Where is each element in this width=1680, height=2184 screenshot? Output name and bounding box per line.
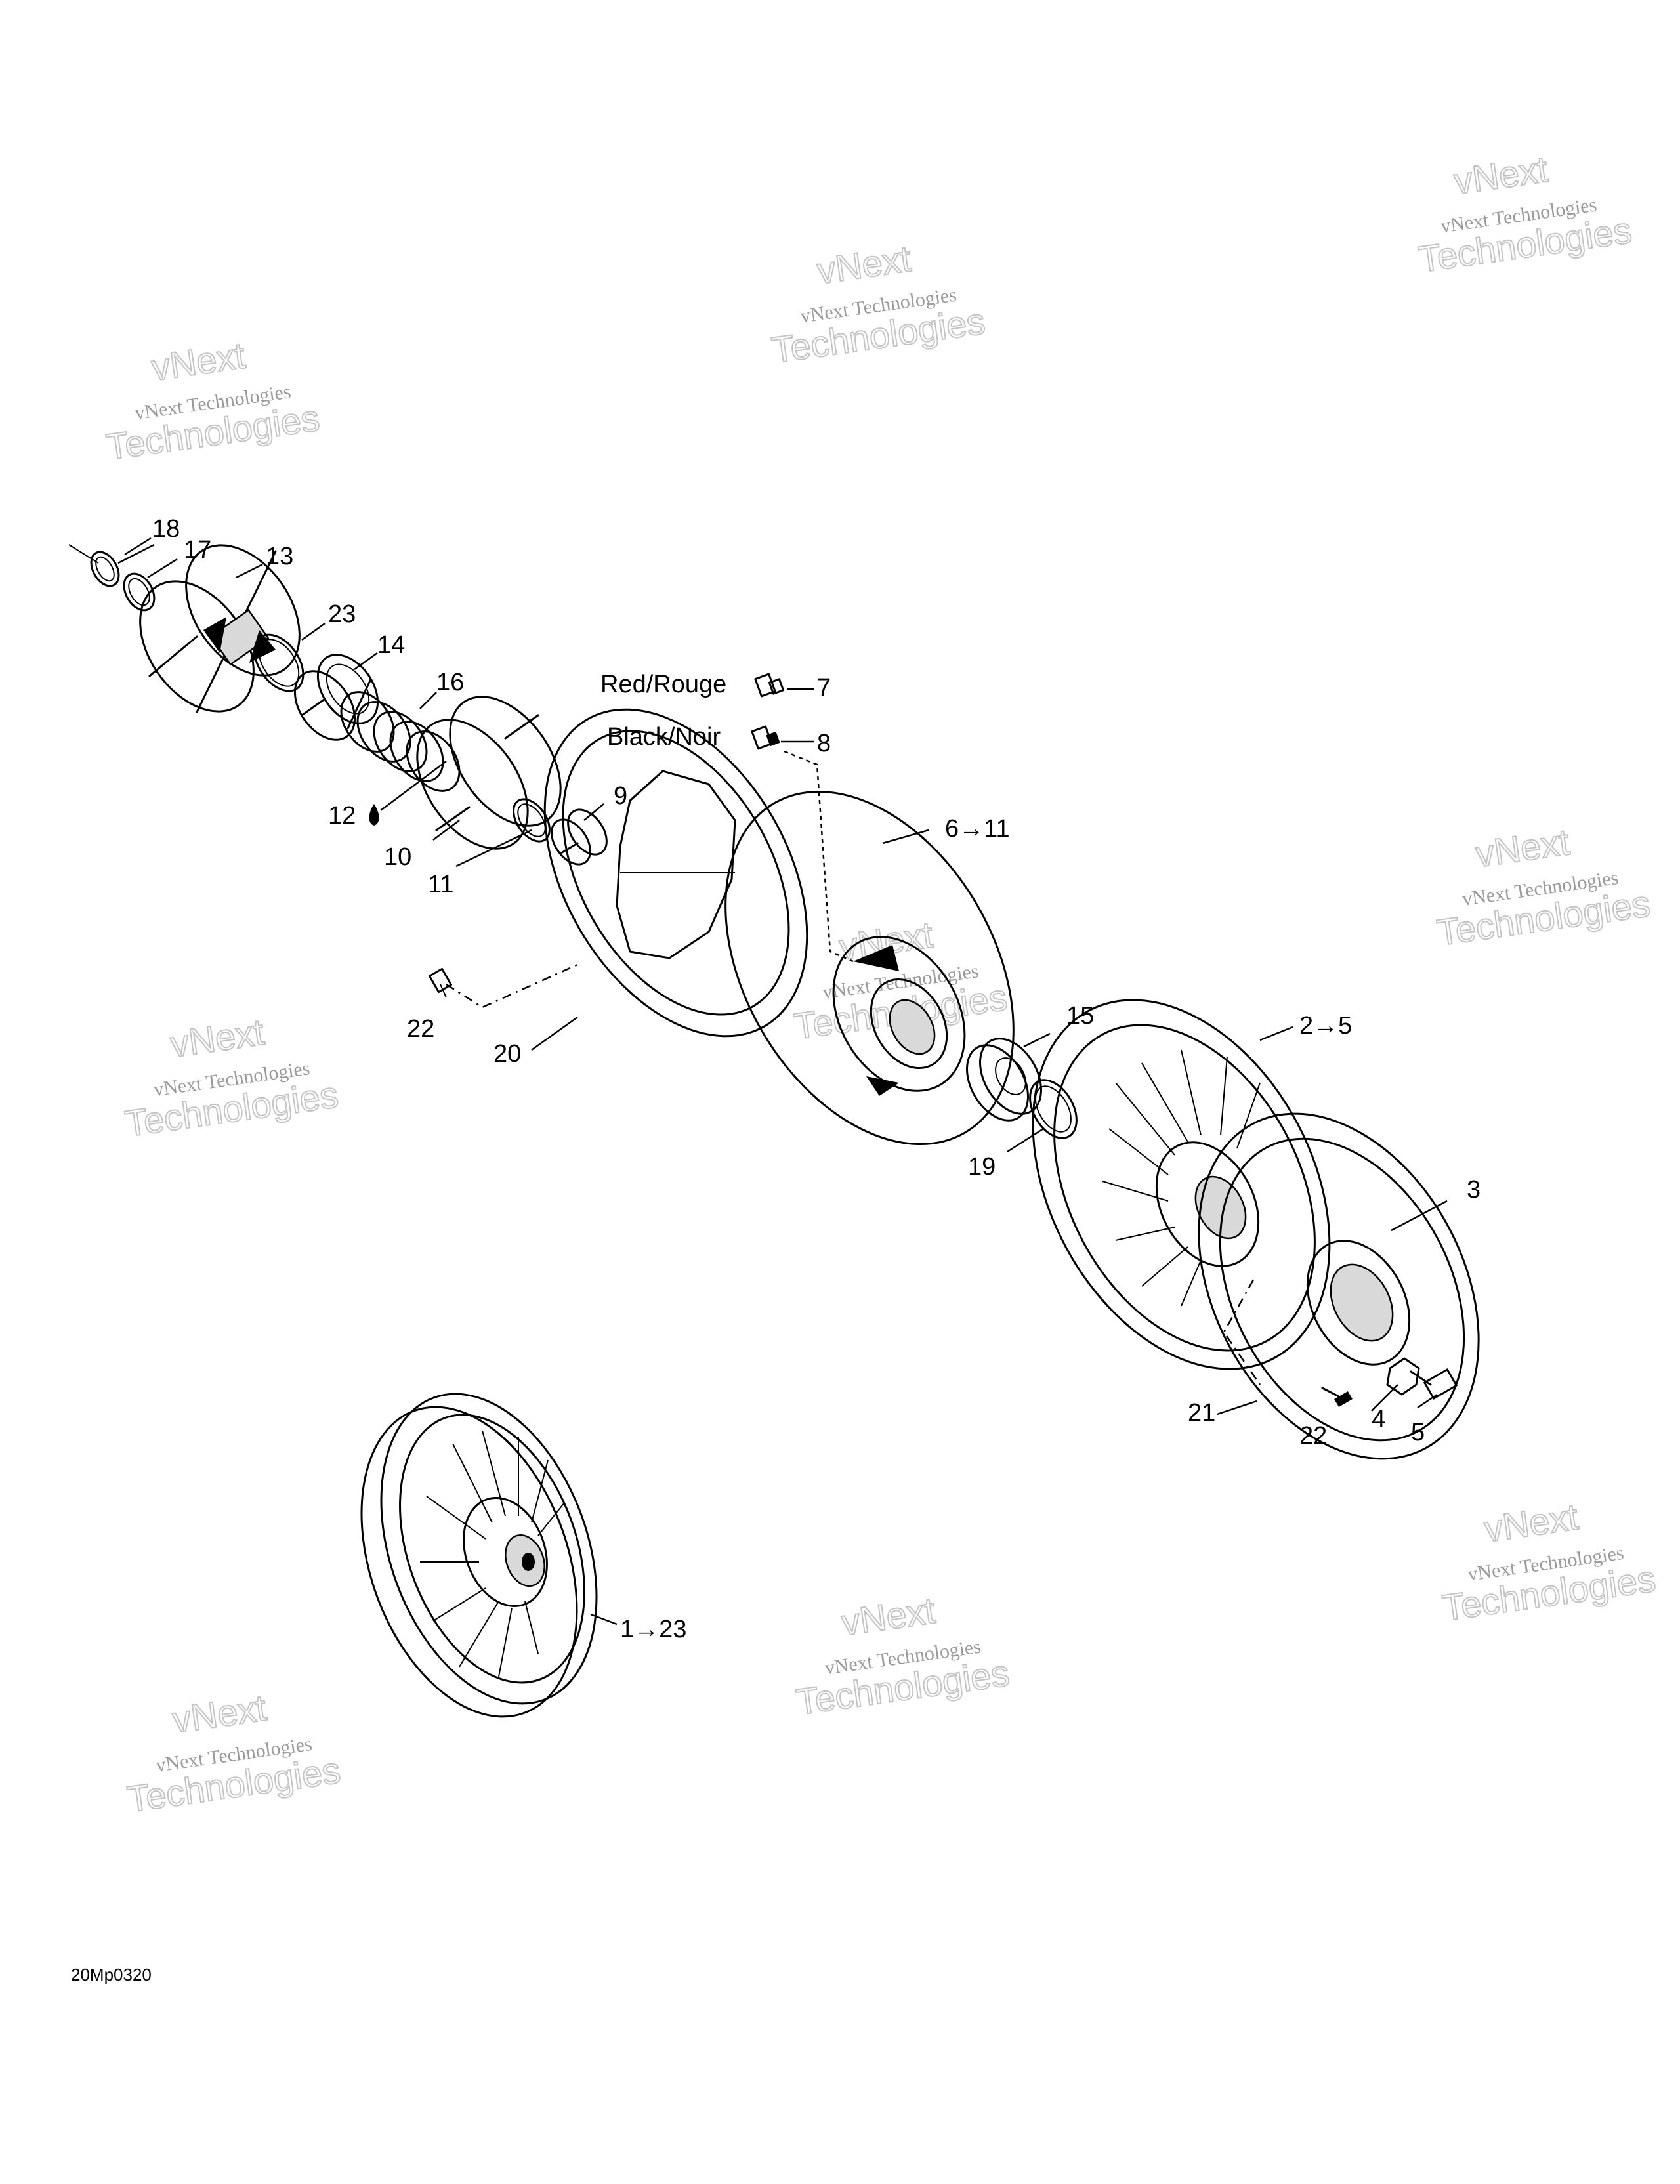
washer-part-15 — [966, 1038, 1042, 1122]
nut-part-4 — [1386, 1357, 1420, 1396]
label-black-noir: Black/Noir — [607, 723, 721, 751]
bushing-part-9 — [551, 808, 608, 866]
shaft-axis-line — [68, 544, 99, 564]
callout-14: 14 — [377, 631, 405, 659]
grease-drop-icon — [369, 804, 379, 826]
slider-black-part-8 — [751, 725, 780, 750]
leader-lines — [117, 537, 1448, 1626]
o-ring-part-23 — [253, 633, 304, 692]
callout-1-23: 1→23 — [620, 1616, 686, 1643]
callout-23: 23 — [328, 600, 356, 628]
slider-guide-line — [784, 750, 854, 963]
fixed-sheave-part-2 — [1032, 999, 1331, 1370]
slider-red-part-7 — [754, 673, 785, 698]
plate-position-line — [1223, 1279, 1261, 1385]
spring-part-16 — [340, 691, 461, 792]
callout-16: 16 — [436, 669, 464, 696]
watermark-top-right: vNext Technologies vNext Technologies — [1416, 148, 1635, 281]
svg-text:vNext: vNext — [1452, 148, 1551, 202]
screw-part-22-upper — [428, 967, 453, 998]
svg-text:vNext: vNext — [1482, 1496, 1581, 1549]
screw-part-22-lower — [1321, 1387, 1353, 1408]
cover-plate-part-20 — [543, 708, 808, 1038]
callout-22-lower: 22 — [1299, 1422, 1327, 1450]
driven-pulley-assembly-part-1 — [360, 1393, 598, 1718]
svg-text:vNext: vNext — [170, 1687, 269, 1740]
callout-8: 8 — [817, 730, 831, 757]
watermark-bottom-left: vNext Technologies vNext Technologies — [124, 1686, 343, 1820]
watermark-top-center: vNext Technologies vNext Technologies — [768, 237, 988, 371]
callout-4: 4 — [1372, 1406, 1385, 1433]
callout-2-5: 2→5 — [1299, 1012, 1352, 1040]
ring-part-19 — [1029, 1079, 1078, 1139]
callout-labels: 18 17 13 23 14 16 Red/Rouge 7 Black/Noir… — [152, 515, 1480, 1643]
svg-text:vNext: vNext — [168, 1011, 267, 1065]
watermark-group: vNext Technologies vNext Technologies vN… — [103, 148, 1658, 1821]
callout-19: 19 — [968, 1153, 996, 1181]
callout-13: 13 — [266, 543, 293, 570]
callout-10: 10 — [384, 843, 411, 871]
callout-11: 11 — [428, 871, 453, 898]
callout-17: 17 — [184, 536, 211, 564]
callout-21: 21 — [1188, 1399, 1215, 1427]
callout-15: 15 — [1066, 1002, 1094, 1030]
label-red-rouge: Red/Rouge — [600, 671, 726, 698]
watermark-top-left: vNext Technologies vNext Technologies — [103, 334, 322, 469]
callout-9: 9 — [614, 782, 627, 810]
watermark-middle-right: vNext Technologies vNext Technologies — [1434, 820, 1653, 954]
ring-part-17 — [123, 572, 156, 612]
svg-text:vNext: vNext — [1473, 821, 1572, 875]
cam-part-13 — [139, 544, 301, 713]
callout-5: 5 — [1411, 1419, 1425, 1446]
bushing-part-14 — [293, 654, 379, 741]
sheave-part-6 — [724, 790, 1015, 1146]
screw-position-line-upper — [446, 963, 578, 1009]
watermark-bottom-center: vNext Technologies vNext Technologies — [793, 1589, 1012, 1723]
svg-text:vNext: vNext — [149, 335, 248, 388]
retainer-plate-part-3 — [1198, 1112, 1480, 1460]
retaining-ring-part-18 — [90, 551, 120, 587]
watermark-middle-left: vNext Technologies vNext Technologies — [122, 1011, 341, 1145]
ring-part-11 — [513, 798, 551, 843]
svg-text:vNext: vNext — [839, 1589, 938, 1643]
svg-text:vNext: vNext — [814, 238, 914, 291]
screw-part-5 — [1410, 1368, 1458, 1400]
figure-code: 20Mp0320 — [71, 1965, 152, 1984]
callout-6-11: 6→11 — [945, 815, 1010, 843]
callout-3: 3 — [1467, 1176, 1480, 1204]
callout-20: 20 — [494, 1040, 521, 1068]
drum-part-10 — [416, 696, 562, 850]
callout-7: 7 — [817, 674, 831, 702]
callout-18: 18 — [152, 515, 180, 543]
callout-22-upper: 22 — [407, 1015, 434, 1043]
watermark-bottom-right: vNext Technologies vNext Technologies — [1439, 1495, 1658, 1629]
callout-12: 12 — [328, 802, 356, 830]
